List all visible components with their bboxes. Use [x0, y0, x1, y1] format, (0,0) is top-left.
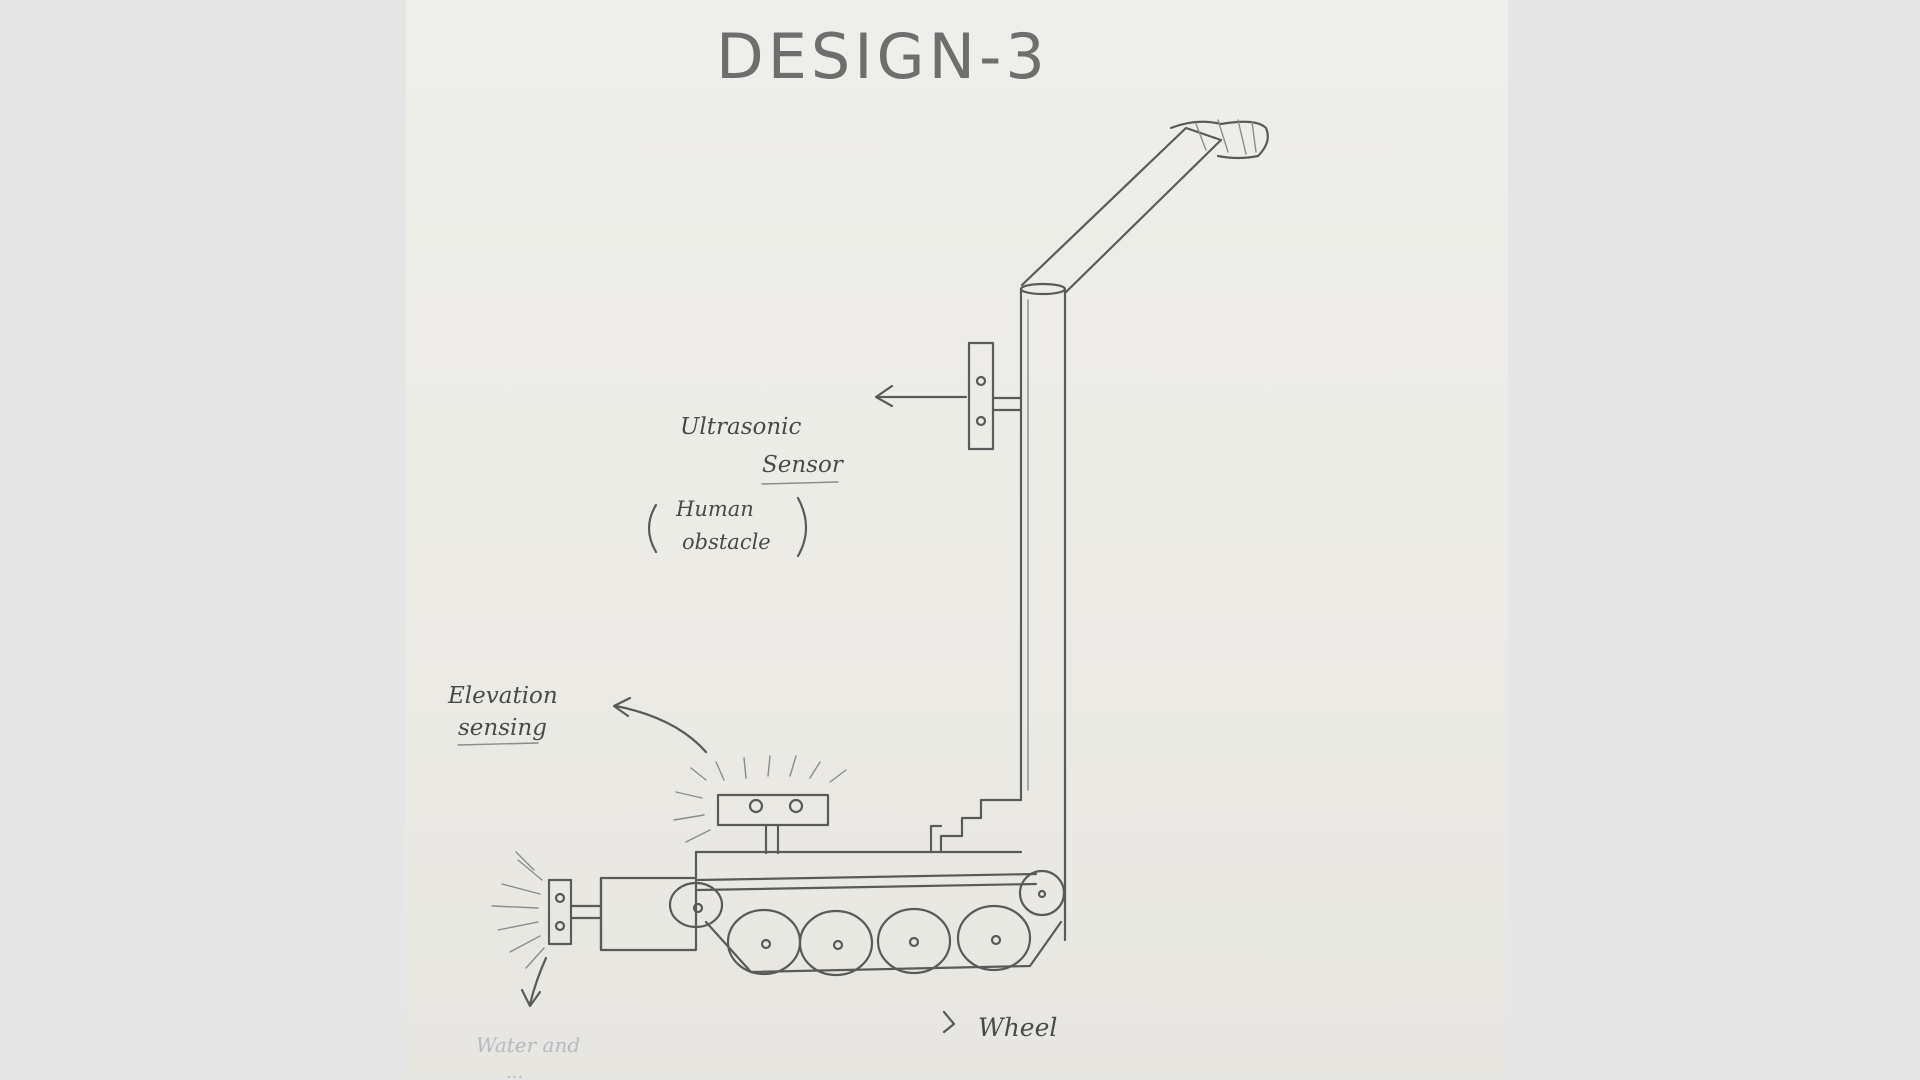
wheel-2: [800, 911, 872, 975]
road-wheels: [728, 906, 1030, 975]
wheel-label-group: Wheel: [944, 1012, 1057, 1042]
vertical-pole: [1021, 284, 1065, 940]
wheel-4: [958, 906, 1030, 970]
elevation-sensor: [674, 756, 846, 853]
wheel-3: [878, 909, 950, 973]
elevation-arrow: [614, 698, 706, 752]
underline-sensor: [762, 482, 838, 484]
label-water-line2: ...: [506, 1062, 523, 1078]
sketch-paper: DESIGN-3: [406, 0, 1508, 1078]
diagram-title: DESIGN-3: [716, 20, 1049, 93]
label-ultrasonic-line1: Ultrasonic: [680, 414, 802, 440]
front-sensor: [492, 852, 601, 968]
design-sketch: DESIGN-3: [406, 0, 1508, 1078]
label-human-line2: obstacle: [682, 530, 771, 554]
human-obstacle-note: Human obstacle: [649, 497, 806, 556]
label-elevation-line2: sensing: [458, 715, 547, 741]
label-ultrasonic-line2: Sensor: [762, 452, 845, 478]
water-arrow: [522, 958, 546, 1006]
ultrasonic-arrow: [876, 386, 966, 406]
handle-grip: [1022, 120, 1268, 292]
tank-track: [670, 871, 1064, 972]
wheel-1: [728, 910, 800, 974]
underline-sensing: [458, 743, 538, 745]
label-human-line1: Human: [675, 497, 754, 521]
label-water-line1: Water and: [476, 1033, 580, 1057]
label-wheel: Wheel: [978, 1013, 1057, 1042]
ultrasonic-sensor: [969, 343, 1021, 449]
label-elevation-line1: Elevation: [447, 683, 558, 709]
